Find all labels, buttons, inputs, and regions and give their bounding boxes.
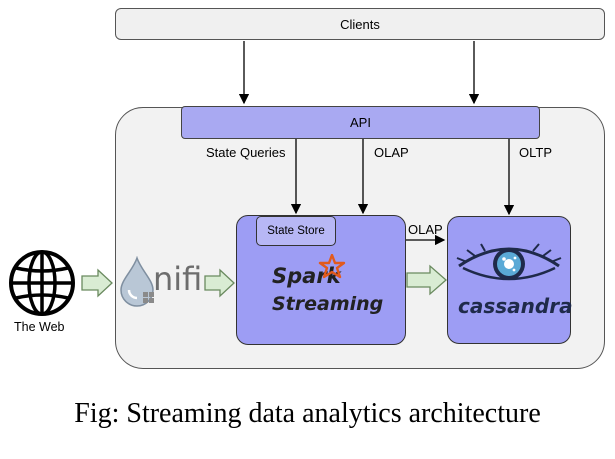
nifi-drop-icon xyxy=(120,256,154,307)
edge-label-olap-api: OLAP xyxy=(374,145,409,160)
spark-logo-text: Spark xyxy=(272,264,341,288)
cassandra-eye-icon xyxy=(456,243,562,281)
edge-label-state-queries: State Queries xyxy=(206,145,286,160)
cassandra-logo-text: cassandra xyxy=(458,294,573,318)
streaming-logo-text: Streaming xyxy=(272,293,384,315)
flow-arrow-nifi-spark xyxy=(204,268,235,298)
state-store-label: State Store xyxy=(267,225,325,237)
flow-arrow-web-nifi xyxy=(81,268,113,298)
api-label: API xyxy=(350,115,371,130)
state-store-node: State Store xyxy=(256,216,336,246)
flow-arrow-spark-cassandra xyxy=(406,264,447,296)
clients-label: Clients xyxy=(340,16,380,32)
spark-star-icon xyxy=(318,254,346,279)
figure-caption: Fig: Streaming data analytics architectu… xyxy=(74,398,541,429)
edge-label-oltp: OLTP xyxy=(519,145,552,160)
the-web-label: The Web xyxy=(14,320,65,334)
api-node: API xyxy=(181,106,540,139)
nifi-logo-text: nifi xyxy=(153,260,203,298)
globe-icon xyxy=(9,250,75,316)
edge-label-olap-spark-cassandra: OLAP xyxy=(408,222,443,237)
clients-node: Clients xyxy=(115,8,605,40)
